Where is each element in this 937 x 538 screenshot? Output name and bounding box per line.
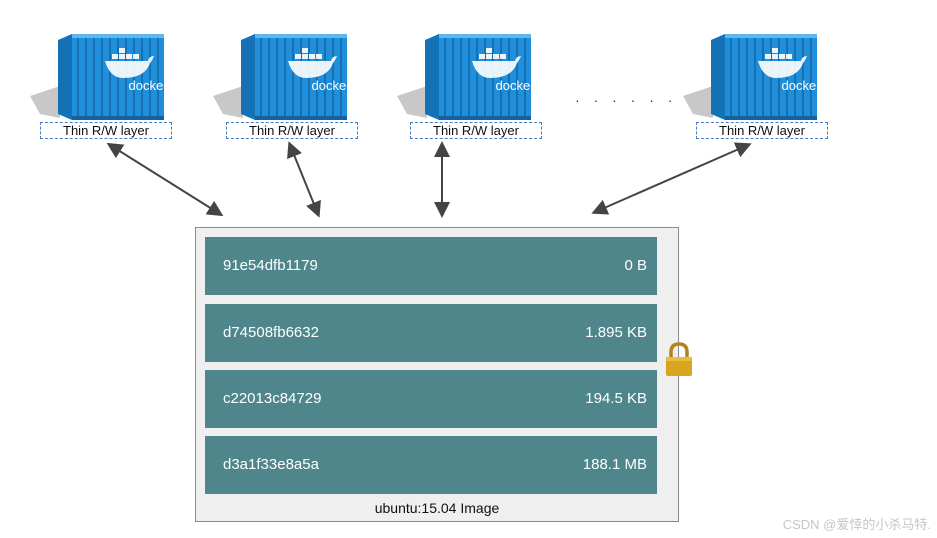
layer-id: c22013c84729 [223, 390, 322, 407]
image-layer-1: 91e54dfb1179 0 B [205, 237, 657, 295]
container-3: docker [397, 34, 537, 134]
docker-logo-text: docker [311, 78, 351, 93]
docker-logo-text: docker [781, 78, 821, 93]
image-layer-2: d74508fb6632 1.895 KB [205, 304, 657, 362]
thin-rw-layer-label-1: Thin R/W layer [40, 122, 172, 139]
layer-size: 0 B [624, 257, 647, 274]
lock-icon [666, 342, 692, 376]
docker-logo-text: docker [495, 78, 535, 93]
ellipsis: · · · · · · [575, 92, 678, 108]
thin-rw-layer-label-3: Thin R/W layer [410, 122, 542, 139]
layer-size: 1.895 KB [585, 324, 647, 341]
container-1: docker [30, 34, 170, 134]
layer-id: d74508fb6632 [223, 324, 319, 341]
thin-rw-layer-label-4: Thin R/W layer [696, 122, 828, 139]
arrow-4 [591, 142, 752, 215]
layer-id: 91e54dfb1179 [223, 257, 318, 274]
watermark: CSDN @爱悻的小杀马特. [782, 517, 931, 532]
arrow-2 [287, 141, 321, 218]
docker-logo-text: docker [128, 78, 168, 93]
arrow-1 [106, 142, 224, 217]
layer-size: 194.5 KB [585, 390, 647, 407]
container-4: docker [683, 34, 823, 134]
layer-id: d3a1f33e8a5a [223, 456, 319, 473]
image-caption: ubuntu:15.04 Image [374, 500, 500, 516]
image-layer-4: d3a1f33e8a5a 188.1 MB [205, 436, 657, 494]
thin-rw-layer-label-2: Thin R/W layer [226, 122, 358, 139]
layer-size: 188.1 MB [582, 456, 647, 473]
container-2: docker [213, 34, 353, 134]
image-layer-3: c22013c84729 194.5 KB [205, 370, 657, 428]
image-box: 91e54dfb1179 0 B d74508fb6632 1.895 KB c… [195, 227, 679, 522]
